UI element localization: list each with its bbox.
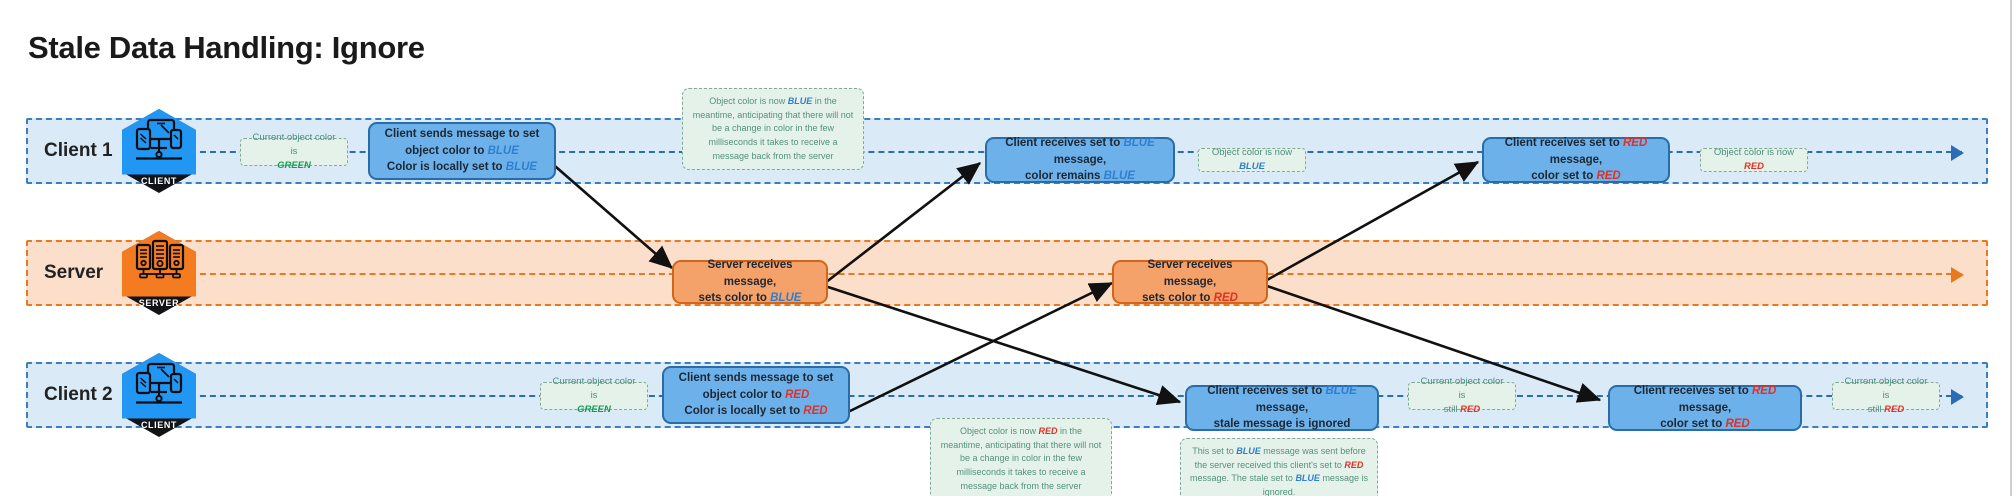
actor-caption-server: SERVER	[138, 298, 180, 308]
note-client2-still-red-2: Current object color is still RED	[1832, 376, 1940, 415]
box-line-1: Server receives message,	[707, 259, 793, 288]
actor-icon-server: SERVER	[122, 231, 196, 315]
box-client2-receive-red[interactable]: Client receives set to RED message, colo…	[1608, 385, 1802, 431]
box-client1-send-blue[interactable]: Client sends message to set object color…	[368, 122, 556, 180]
box-line-1: Client receives set to BLUE message,	[1005, 137, 1155, 166]
box-line-2: color remains BLUE	[1025, 170, 1135, 183]
box-line-2: Color is locally set to RED	[684, 405, 828, 418]
lifeline-arrowhead-icon	[1951, 389, 1964, 405]
callout-client1-meantime: Object color is now BLUE in the meantime…	[682, 88, 864, 171]
callout-client2-stale-ignored: This set to BLUE message was sent before…	[1180, 438, 1378, 496]
box-client2-send-red[interactable]: Client sends message to set object color…	[662, 366, 850, 424]
swimlane-label-server: Server	[44, 262, 104, 283]
actor-caption-client1: CLIENT	[140, 176, 178, 186]
box-client1-receive-red[interactable]: Client receives set to RED message, colo…	[1482, 137, 1670, 183]
lifeline-arrowhead-icon	[1951, 267, 1964, 283]
box-line-1: Client sends message to set object color…	[384, 128, 540, 157]
client-workstation-icon	[135, 363, 183, 404]
swimlane-server: Server	[26, 231, 1988, 315]
box-server-receive-blue[interactable]: Server receives message, sets color to B…	[672, 259, 828, 305]
lifeline-server	[170, 267, 1964, 283]
swimlane-label-client2: Client 2	[44, 384, 113, 405]
note-client1-now-blue: Object color is now BLUE	[1198, 147, 1306, 172]
box-line-2: stale message is ignored	[1213, 418, 1351, 431]
box-line-2: sets color to BLUE	[698, 292, 802, 305]
box-line-2: Color is locally set to BLUE	[386, 161, 538, 174]
server-rack-icon	[135, 240, 185, 279]
lifeline-arrowhead-icon	[1951, 145, 1964, 161]
swimlane-label-client1: Client 1	[44, 140, 113, 161]
box-line-2: color set to RED	[1531, 170, 1621, 183]
note-client1-now-red: Object color is now RED	[1700, 147, 1808, 172]
callout-client2-meantime: Object color is now RED in the meantime,…	[930, 418, 1112, 496]
note-client2-still-red-1: Current object color is still RED	[1408, 376, 1516, 415]
box-client1-receive-blue[interactable]: Client receives set to BLUE message, col…	[985, 137, 1175, 183]
box-client2-receive-blue-ignored[interactable]: Client receives set to BLUE message, sta…	[1185, 385, 1379, 431]
actor-caption-client2: CLIENT	[140, 420, 178, 430]
note-client1-initial-color: Current object color is GREEN	[240, 132, 348, 171]
box-line-1: Server receives message,	[1147, 259, 1233, 288]
box-line-2: sets color to RED	[1142, 292, 1238, 305]
box-line-2: color set to RED	[1660, 418, 1750, 431]
actor-icon-client2: CLIENT	[122, 353, 196, 437]
box-line-1: Client receives set to RED message,	[1633, 385, 1777, 414]
box-line-1: Client receives set to RED message,	[1504, 137, 1648, 166]
actor-icon-client1: CLIENT	[122, 109, 196, 193]
page-title: Stale Data Handling: Ignore	[28, 30, 425, 65]
box-line-1: Client receives set to BLUE message,	[1207, 385, 1357, 414]
client-workstation-icon	[135, 119, 183, 160]
box-server-receive-red[interactable]: Server receives message, sets color to R…	[1112, 259, 1268, 305]
box-line-1: Client sends message to set object color…	[678, 372, 834, 401]
note-client2-initial-color: Current object color is GREEN	[540, 376, 648, 415]
